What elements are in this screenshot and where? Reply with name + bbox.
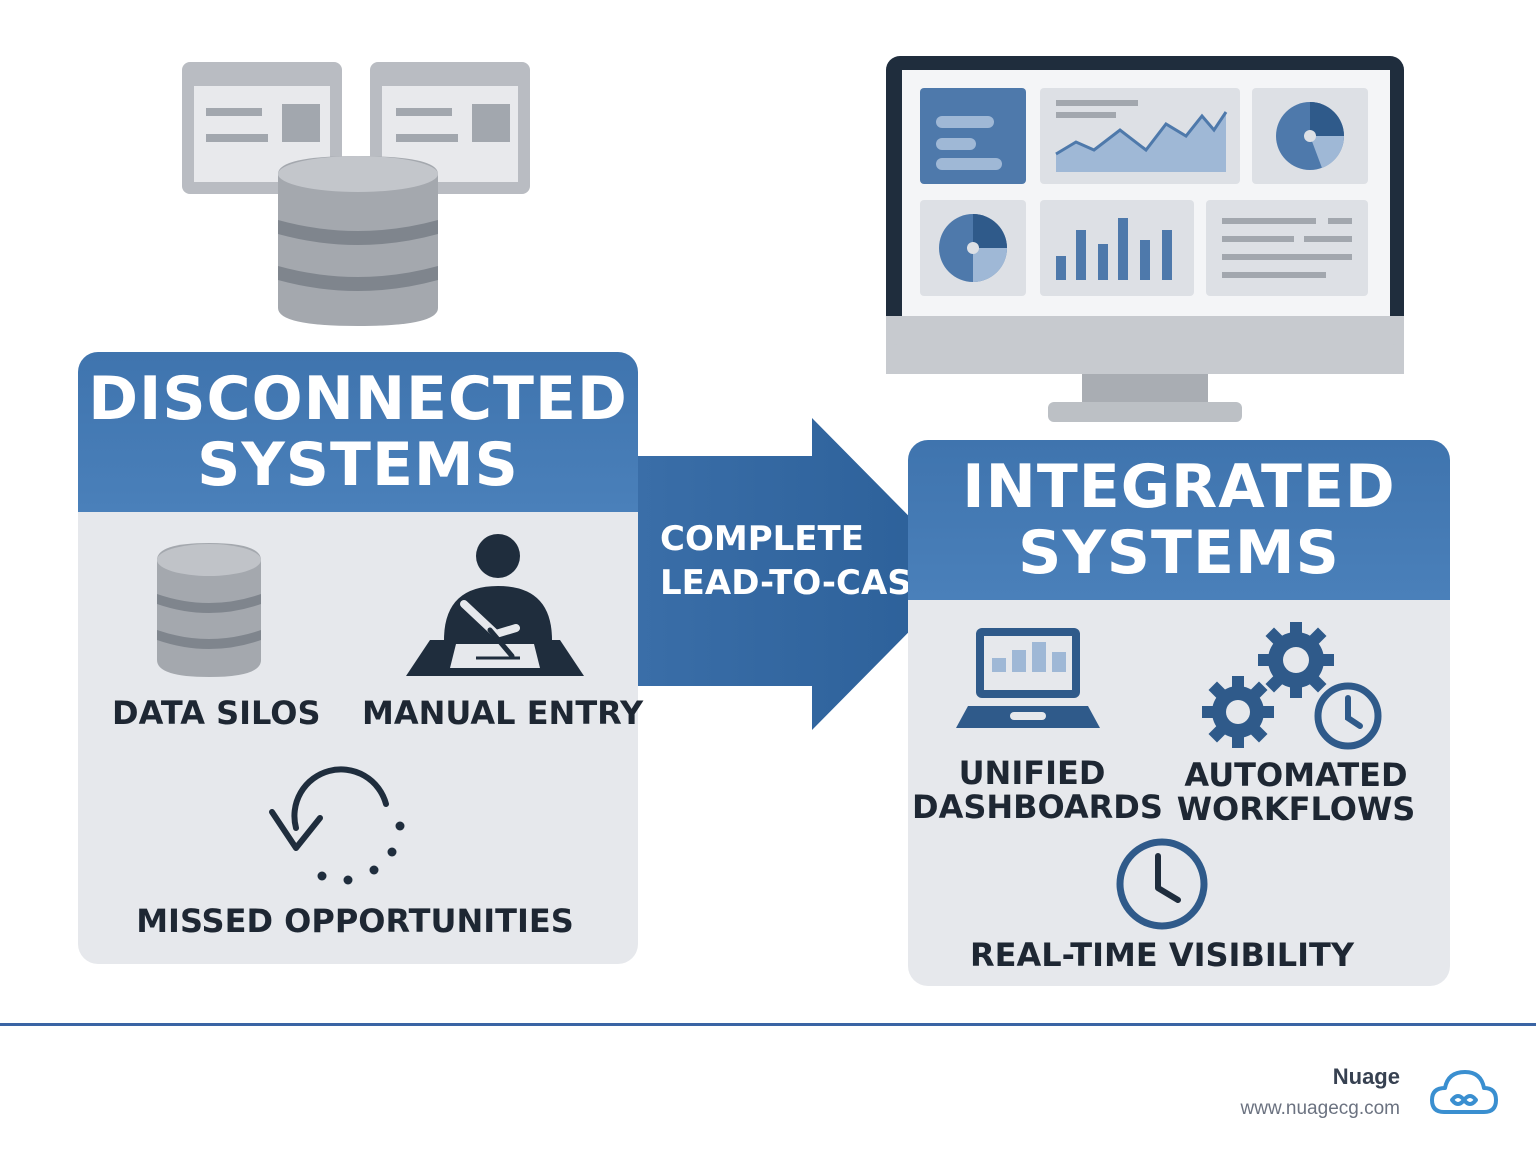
- database-with-windows-icon: [182, 62, 530, 326]
- lead-to-cash-arrow: [636, 418, 966, 730]
- real-time-visibility-label: REAL-TIME VISIBILITY: [970, 936, 1355, 974]
- disconnected-systems-header: DISCONNECTED SYSTEMS: [78, 352, 638, 512]
- arrow-label-line1: COMPLETE: [660, 519, 864, 559]
- monitor-dashboard-icon: [886, 56, 1404, 422]
- integrated-systems-header: INTEGRATED SYSTEMS: [908, 440, 1450, 600]
- data-silos-label: DATA SILOS: [112, 694, 321, 732]
- person-writing-icon: [406, 534, 584, 676]
- disconnected-title-line2: SYSTEMS: [197, 430, 519, 500]
- arrow-label-line2: LEAD-TO-CASH: [660, 563, 941, 603]
- unified-dashboards-label-line2: DASHBOARDS: [912, 788, 1163, 826]
- manual-entry-label: MANUAL ENTRY: [362, 694, 644, 732]
- database-icon: [157, 543, 261, 677]
- laptop-chart-icon: [956, 628, 1100, 728]
- automated-workflows-label-line1: AUTOMATED: [1184, 756, 1408, 794]
- footer-rule: [0, 1023, 1536, 1026]
- circular-arrow-icon: [269, 766, 405, 885]
- cloud-infinity-icon: [1430, 1070, 1498, 1114]
- missed-opportunities-label: MISSED OPPORTUNITIES: [136, 902, 574, 940]
- gears-clock-icon: [1202, 622, 1382, 750]
- disconnected-title-line1: DISCONNECTED: [88, 364, 628, 434]
- unified-dashboards-label-line1: UNIFIED: [958, 754, 1106, 792]
- clock-icon: [1116, 838, 1208, 930]
- brand-name: Nuage: [1332, 1064, 1400, 1089]
- integrated-title-line1: INTEGRATED: [962, 452, 1396, 522]
- automated-workflows-label-line2: WORKFLOWS: [1176, 790, 1416, 828]
- brand-url: www.nuagecg.com: [1240, 1098, 1400, 1119]
- integrated-title-line2: SYSTEMS: [1018, 518, 1340, 588]
